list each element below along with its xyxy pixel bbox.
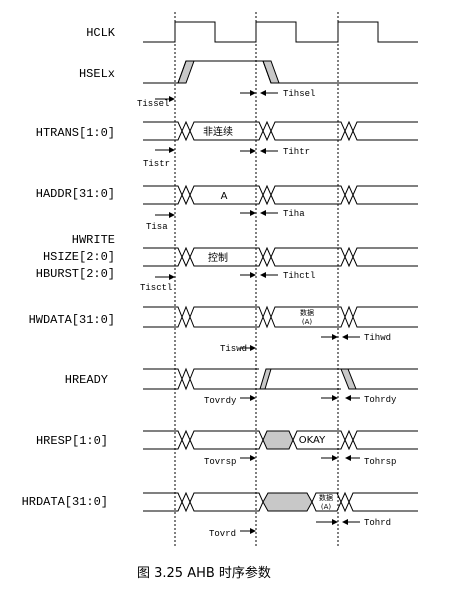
signal-label-hclk: HCLK (86, 26, 116, 40)
tihsel-arrowhead-in (250, 90, 256, 96)
timing-label-tohrsp: Tohrsp (364, 457, 396, 467)
hselx-rise-hatch (177, 60, 195, 84)
timing-label-tihtr: Tihtr (283, 147, 310, 157)
signal-label-hburst: HBURST[2:0] (36, 267, 115, 281)
tihctl-arrowhead-in (250, 272, 256, 278)
control-bus (143, 246, 418, 268)
signal-label-hwdata: HWDATA[31:0] (29, 313, 115, 327)
control-value: 控制 (208, 251, 228, 264)
tihctl-arrowhead-out (260, 272, 266, 278)
timing-label-tisctl: Tisctl (140, 283, 172, 293)
haddr-bus (143, 184, 418, 206)
signal-label-hrdata: HRDATA[31:0] (22, 495, 108, 509)
hselx-wave (143, 60, 418, 84)
haddr-value: A (221, 191, 228, 202)
htrans-value: 非连续 (203, 125, 233, 138)
tistr-arrowhead (169, 147, 175, 153)
timing-label-tovrdy: Tovrdy (204, 396, 237, 406)
hresp-bus (143, 429, 418, 451)
tovrd-arrowhead (250, 528, 256, 534)
signal-label-hwrite: HWRITE (72, 233, 115, 247)
tisctl-arrowhead (169, 274, 175, 280)
timing-label-tiha: Tiha (283, 209, 305, 219)
tohrdy-arrowhead-in (332, 395, 338, 401)
timing-label-tihsel: Tihsel (283, 89, 315, 99)
timing-label-tohrdy: Tohrdy (364, 395, 397, 405)
tohrd-arrowhead-in (332, 519, 338, 525)
hselx-fall-hatch (262, 60, 280, 84)
figure-caption: 图 3.25 AHB 时序参数 (137, 565, 271, 581)
tohrdy-arrowhead-out (345, 395, 351, 401)
tihtr-arrowhead-in (250, 148, 256, 154)
tovrsp-arrowhead (250, 455, 256, 461)
timing-label-tovrsp: Tovrsp (204, 457, 236, 467)
tiswd-arrowhead (250, 345, 256, 351)
tohrd-arrowhead-out (342, 519, 348, 525)
signal-label-hresp: HRESP[1:0] (36, 434, 108, 448)
signal-label-hsize: HSIZE[2:0] (43, 250, 115, 264)
timing-label-tissel: Tissel (137, 99, 169, 109)
tissel-arrowhead (169, 96, 175, 102)
hwdata-value-line1: 数据 (300, 308, 314, 317)
tihwd-arrowhead-out (342, 334, 348, 340)
timing-label-tiswd: Tiswd (220, 344, 247, 354)
timing-label-tisa: Tisa (146, 222, 168, 232)
timing-label-tihctl: Tihctl (283, 271, 315, 281)
timing-label-tohrd: Tohrd (364, 518, 391, 528)
hrdata-bus (143, 491, 418, 513)
hrdata-value-line1: 数据 (319, 493, 333, 502)
tisa-arrowhead (169, 212, 175, 218)
signal-label-htrans: HTRANS[1:0] (36, 126, 115, 140)
tohrsp-arrowhead-in (332, 455, 338, 461)
tihsel-arrowhead-out (260, 90, 266, 96)
timing-label-tovrd: Tovrd (209, 529, 236, 539)
hwdata-value-line2: (A) (302, 318, 313, 326)
tovrdy-arrowhead (250, 395, 256, 401)
hclk-wave (143, 21, 418, 43)
hrdata-value-line2: (A) (321, 503, 332, 511)
hresp-value: OKAY (299, 435, 326, 446)
timing-label-tihwd: Tihwd (364, 333, 391, 343)
signal-label-hselx: HSELx (79, 67, 115, 81)
timing-label-tistr: Tistr (143, 159, 170, 169)
tiha-arrowhead-out (260, 210, 266, 216)
signal-label-haddr: HADDR[31:0] (36, 187, 115, 201)
tohrsp-arrowhead-out (345, 455, 351, 461)
htrans-bus (143, 120, 418, 142)
signal-label-hready: HREADY (65, 373, 108, 387)
hwdata-bus (143, 305, 418, 329)
tiha-arrowhead-in (250, 210, 256, 216)
tihwd-arrowhead-in (332, 334, 338, 340)
tihtr-arrowhead-out (260, 148, 266, 154)
hready-wave (143, 367, 418, 391)
